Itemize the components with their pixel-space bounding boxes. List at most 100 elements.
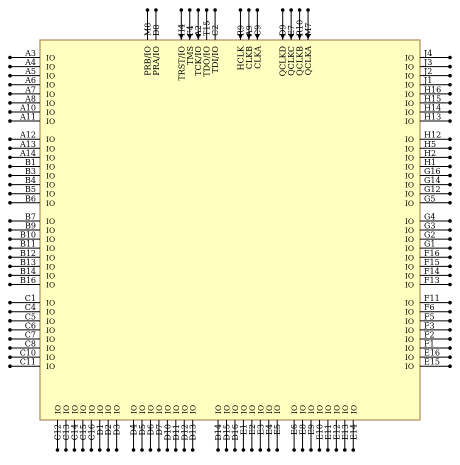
pin-number: H15 bbox=[424, 94, 441, 103]
pin-function: QCLKB bbox=[296, 46, 305, 76]
pin-number: A14 bbox=[19, 149, 36, 158]
pin-function: QCLKA bbox=[304, 46, 313, 76]
pin-function-io: IO bbox=[79, 405, 88, 414]
pin-number: C13 bbox=[62, 424, 71, 440]
pin-function-io: IO bbox=[46, 181, 55, 190]
pin-function: TDO/IO bbox=[203, 46, 212, 77]
pin-number: D9 bbox=[279, 24, 288, 36]
pin-function-io: IO bbox=[405, 353, 414, 362]
pin-function-io: IO bbox=[155, 405, 164, 414]
pin-number: E5 bbox=[273, 424, 282, 435]
pin-function-io: IO bbox=[239, 405, 248, 414]
pin-function-io: IO bbox=[405, 199, 414, 208]
pin-number: H4 bbox=[177, 24, 186, 36]
pin-function-io: IO bbox=[265, 405, 274, 414]
pin-number: E13 bbox=[341, 424, 350, 440]
pin-function-io: IO bbox=[46, 190, 55, 199]
pin-number: B4 bbox=[25, 176, 36, 185]
pin-function-io: IO bbox=[104, 405, 113, 414]
pin-function-io: IO bbox=[46, 317, 55, 326]
pin-function-io: IO bbox=[405, 54, 414, 63]
pin-number: H13 bbox=[424, 113, 441, 122]
pin-number: J1 bbox=[423, 76, 432, 85]
pin-number: B12 bbox=[20, 249, 36, 258]
pin-number: J3 bbox=[423, 58, 432, 67]
pin-number: G5 bbox=[424, 194, 435, 203]
pin-number: A5 bbox=[24, 67, 36, 76]
pin-right-h13: H13 IO bbox=[405, 113, 452, 126]
pin-function-io: IO bbox=[405, 253, 414, 262]
pin-number: F1 bbox=[424, 340, 435, 349]
pin-function-io: IO bbox=[405, 281, 414, 290]
pin-function-io: IO bbox=[54, 405, 63, 414]
pin-number: B3 bbox=[25, 167, 36, 176]
pin-number: C9 bbox=[253, 25, 262, 36]
pin-function-io: IO bbox=[248, 405, 257, 414]
pin-function-io: IO bbox=[405, 335, 414, 344]
pin-number: M8 bbox=[144, 23, 153, 36]
pin-number: T15 bbox=[203, 20, 212, 36]
pin-number: C2 bbox=[211, 25, 220, 36]
pin-bottom-d7: D7 IO bbox=[155, 405, 164, 452]
pin-function-io: IO bbox=[405, 299, 414, 308]
pin-number: C8 bbox=[25, 340, 36, 349]
pin-number: D7 bbox=[155, 424, 164, 436]
pin-function-io: IO bbox=[405, 108, 414, 117]
pin-function-io: IO bbox=[256, 405, 265, 414]
pin-function-io: IO bbox=[46, 326, 55, 335]
pin-function-io: IO bbox=[405, 317, 414, 326]
chip-body bbox=[39, 39, 421, 421]
pin-number: C15 bbox=[79, 424, 88, 440]
pin-number: C14 bbox=[70, 424, 79, 440]
pin-function-io: IO bbox=[405, 81, 414, 90]
pin-function-io: IO bbox=[46, 81, 55, 90]
pin-function: QCLKD bbox=[279, 46, 288, 76]
pin-number: E11 bbox=[324, 424, 333, 440]
pin-number: E6 bbox=[290, 424, 299, 435]
pin-number: B14 bbox=[20, 267, 36, 276]
pin-number: F14 bbox=[424, 267, 440, 276]
pin-function-io: IO bbox=[405, 117, 414, 126]
pin-number: A11 bbox=[19, 113, 36, 122]
pin-number: F16 bbox=[424, 249, 440, 258]
pin-number: H2 bbox=[424, 149, 436, 158]
pin-function-io: IO bbox=[46, 199, 55, 208]
pin-number: D13 bbox=[189, 424, 198, 441]
pin-number: G14 bbox=[424, 176, 441, 185]
pin-function-io: IO bbox=[189, 405, 198, 414]
pin-function-io: IO bbox=[46, 90, 55, 99]
pin-function-io: IO bbox=[405, 271, 414, 280]
pin-number: D11 bbox=[172, 424, 181, 441]
pin-number: A4 bbox=[24, 58, 36, 67]
